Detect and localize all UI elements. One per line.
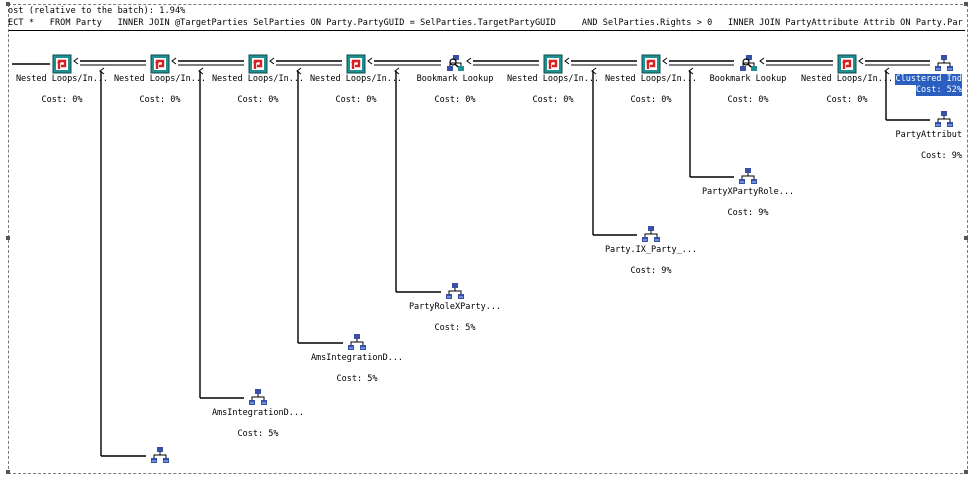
plan-edge-arrow bbox=[171, 57, 177, 65]
plan-edge-arrow bbox=[591, 67, 597, 75]
query-text-header: ECT * FROM Party INNER JOIN @TargetParti… bbox=[8, 18, 963, 28]
query-cost-header: ost (relative to the batch): 1.94% bbox=[8, 6, 186, 16]
node-cost: Cost: 0% bbox=[434, 95, 476, 105]
node-cost: Cost: 9% bbox=[727, 208, 769, 218]
nested-loops-icon[interactable] bbox=[150, 54, 170, 77]
index-seek-icon[interactable] bbox=[248, 388, 268, 411]
plan-node-n12[interactable]: PartyXPartyRole... Cost: 9% bbox=[700, 187, 796, 219]
plan-edge-arrow bbox=[269, 57, 275, 65]
plan-edge-arrow bbox=[662, 57, 668, 65]
node-cost: Cost: 0% bbox=[139, 95, 181, 105]
resize-handle-top-left[interactable] bbox=[6, 2, 10, 6]
index-seek-icon[interactable] bbox=[150, 446, 170, 469]
node-cost: Cost: 0% bbox=[532, 95, 574, 105]
node-label: Nested Loops/In... bbox=[113, 74, 207, 84]
node-cost: Cost: 5% bbox=[434, 323, 476, 333]
node-cost: Cost: 9% bbox=[921, 151, 962, 161]
index-seek-icon[interactable] bbox=[934, 54, 954, 77]
resize-handle-top-right[interactable] bbox=[964, 2, 968, 6]
plan-node-n15[interactable]: AmsIntegrationD... Cost: 5% bbox=[309, 353, 405, 385]
plan-node-n1[interactable]: Nested Loops/In... Cost: 0% bbox=[14, 74, 110, 106]
node-cost: Cost: 0% bbox=[237, 95, 279, 105]
node-label: Nested Loops/In... bbox=[506, 74, 600, 84]
node-cost: Cost: 9% bbox=[630, 266, 672, 276]
nested-loops-icon[interactable] bbox=[837, 54, 857, 77]
plan-edge-arrow bbox=[367, 57, 373, 65]
plan-edge-arrow bbox=[198, 67, 204, 75]
bookmark-lookup-icon[interactable] bbox=[445, 54, 465, 77]
node-label: PartyXPartyRole... bbox=[701, 187, 795, 197]
plan-node-n6[interactable]: Nested Loops/In... Cost: 0% bbox=[505, 74, 601, 106]
index-seek-icon[interactable] bbox=[934, 110, 954, 133]
node-cost: Cost: 5% bbox=[336, 374, 378, 384]
node-label: Clustered Ind bbox=[895, 74, 962, 85]
node-label: Nested Loops/In... bbox=[309, 74, 403, 84]
node-label: Nested Loops/In... bbox=[211, 74, 305, 84]
node-cost: Cost: 0% bbox=[41, 95, 83, 105]
plan-node-n3[interactable]: Nested Loops/In... Cost: 0% bbox=[210, 74, 306, 106]
node-label: PartyRoleXParty... bbox=[408, 302, 502, 312]
node-label: Nested Loops/In... bbox=[800, 74, 894, 84]
plan-edge-arrow bbox=[858, 57, 864, 65]
index-seek-icon[interactable] bbox=[738, 167, 758, 190]
plan-node-n2[interactable]: Nested Loops/In... Cost: 0% bbox=[112, 74, 208, 106]
plan-node-n4[interactable]: Nested Loops/In... Cost: 0% bbox=[308, 74, 404, 106]
node-label: PartyAttribut bbox=[895, 130, 962, 140]
nested-loops-icon[interactable] bbox=[543, 54, 563, 77]
index-seek-icon[interactable] bbox=[641, 225, 661, 248]
node-cost: Cost: 0% bbox=[335, 95, 377, 105]
index-seek-icon[interactable] bbox=[445, 282, 465, 305]
node-cost: Cost: 0% bbox=[826, 95, 868, 105]
node-cost: Cost: 5% bbox=[237, 429, 279, 439]
node-cost: Cost: 0% bbox=[727, 95, 769, 105]
plan-edge-arrow bbox=[394, 67, 400, 75]
plan-node-n17[interactable] bbox=[112, 466, 208, 476]
plan-node-n16[interactable]: AmsIntegrationD... Cost: 5% bbox=[210, 408, 306, 440]
bookmark-lookup-icon[interactable] bbox=[738, 54, 758, 77]
nested-loops-icon[interactable] bbox=[346, 54, 366, 77]
plan-edge-arrow bbox=[99, 67, 105, 75]
resize-handle-bottom-right[interactable] bbox=[964, 470, 968, 474]
node-cost: Cost: 52% bbox=[915, 85, 962, 96]
node-label: Nested Loops/In... bbox=[15, 74, 109, 84]
plan-node-n13[interactable]: Party.IX_Party_... Cost: 9% bbox=[603, 245, 699, 277]
plan-edge-arrow bbox=[884, 67, 890, 75]
node-label: AmsIntegrationD... bbox=[310, 353, 404, 363]
plan-edge-arrow bbox=[296, 67, 302, 75]
plan-edge-arrow bbox=[759, 57, 765, 65]
header-divider bbox=[9, 30, 965, 31]
node-cost: Cost: 0% bbox=[630, 95, 672, 105]
plan-node-n7[interactable]: Nested Loops/In... Cost: 0% bbox=[603, 74, 699, 106]
node-label: Bookmark Lookup bbox=[416, 74, 494, 84]
plan-node-n9[interactable]: Nested Loops/In... Cost: 0% bbox=[799, 74, 895, 106]
node-label: AmsIntegrationD... bbox=[211, 408, 305, 418]
resize-handle-right[interactable] bbox=[964, 236, 968, 240]
nested-loops-icon[interactable] bbox=[248, 54, 268, 77]
resize-handle-bottom-left[interactable] bbox=[6, 470, 10, 474]
plan-node-n14[interactable]: PartyRoleXParty... Cost: 5% bbox=[407, 302, 503, 334]
plan-edge-arrow bbox=[466, 57, 472, 65]
index-seek-icon[interactable] bbox=[347, 333, 367, 356]
plan-edge-arrow bbox=[73, 57, 79, 65]
node-label: Party.IX_Party_... bbox=[604, 245, 698, 255]
plan-edge-arrow bbox=[564, 57, 570, 65]
nested-loops-icon[interactable] bbox=[641, 54, 661, 77]
node-label: Nested Loops/In... bbox=[604, 74, 698, 84]
plan-edge-arrow bbox=[688, 67, 694, 75]
nested-loops-icon[interactable] bbox=[52, 54, 72, 77]
resize-handle-left[interactable] bbox=[6, 236, 10, 240]
node-label: Bookmark Lookup bbox=[709, 74, 787, 84]
